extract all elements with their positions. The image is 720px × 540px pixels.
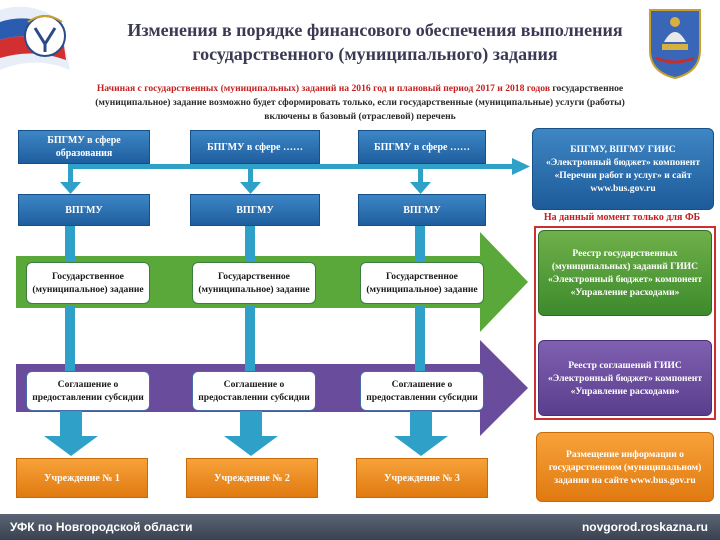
footer-org: УФК по Новгородской области	[10, 520, 193, 534]
subtitle: Начиная с государственных (муниципальных…	[14, 82, 706, 124]
agreement-box-2: Соглашение о предоставлении субсидии	[192, 371, 316, 411]
institution-box-2: Учреждение № 2	[186, 458, 318, 498]
task-box-1: Государственное (муниципальное) задание	[26, 262, 150, 304]
agreement-box-3: Соглашение о предоставлении субсидии	[360, 371, 484, 411]
fb-note: На данный момент только для ФБ	[543, 212, 701, 223]
page-title: Изменения в порядке финансового обеспече…	[110, 18, 640, 66]
coat-of-arms-icon	[649, 9, 701, 80]
task-box-3: Государственное (муниципальное) задание	[360, 262, 484, 304]
right-box-agreement-registry: Реестр соглашений ГИИС «Электронный бюдж…	[538, 340, 712, 416]
bpgmu-box-1: БПГМУ в сфере образования	[18, 130, 150, 164]
subtitle-line-2: (муниципальное) задание возможно будет с…	[95, 97, 625, 108]
header	[0, 0, 720, 80]
title-line-1: Изменения в порядке финансового обеспече…	[127, 20, 623, 40]
highlight-frame	[534, 226, 716, 420]
top-connector	[60, 158, 530, 194]
vpgmu-box-1: ВПГМУ	[18, 194, 150, 226]
agreement-to-institution-arrows	[44, 410, 448, 456]
right-box-bus-gov: Размещение информации о государственном …	[536, 432, 714, 502]
vpgmu-box-2: ВПГМУ	[190, 194, 320, 226]
task-box-2: Государственное (муниципальное) задание	[192, 262, 316, 304]
footer-website-link[interactable]: novgorod.roskazna.ru	[581, 520, 708, 534]
vpgmu-to-task-arrows	[65, 226, 425, 262]
bpgmu-box-2: БПГМУ в сфере ……	[190, 130, 320, 164]
vpgmu-box-3: ВПГМУ	[358, 194, 486, 226]
title-line-2: государственного (муниципального) задани…	[192, 44, 558, 64]
bpgmu-box-3: БПГМУ в сфере ……	[358, 130, 486, 164]
right-box-catalog: БПГМУ, ВПГМУ ГИИС «Электронный бюджет» к…	[532, 128, 714, 210]
treasury-emblem-icon	[0, 6, 70, 70]
footer	[0, 514, 720, 540]
right-box-task-registry: Реестр государственных (муниципальных) з…	[538, 230, 712, 316]
institution-box-3: Учреждение № 3	[356, 458, 488, 498]
subtitle-line-3: включены в базовый (отраслевой) перечень	[264, 111, 456, 122]
institution-box-1: Учреждение № 1	[16, 458, 148, 498]
subtitle-line-1-rest: государственное	[550, 83, 624, 94]
subtitle-highlight: Начиная с государственных (муниципальных…	[96, 83, 551, 94]
task-to-agreement-arrows	[65, 305, 425, 371]
subtitle-line-1: Начиная с государственных (муниципальных…	[14, 82, 706, 96]
agreement-box-1: Соглашение о предоставлении субсидии	[26, 371, 150, 411]
